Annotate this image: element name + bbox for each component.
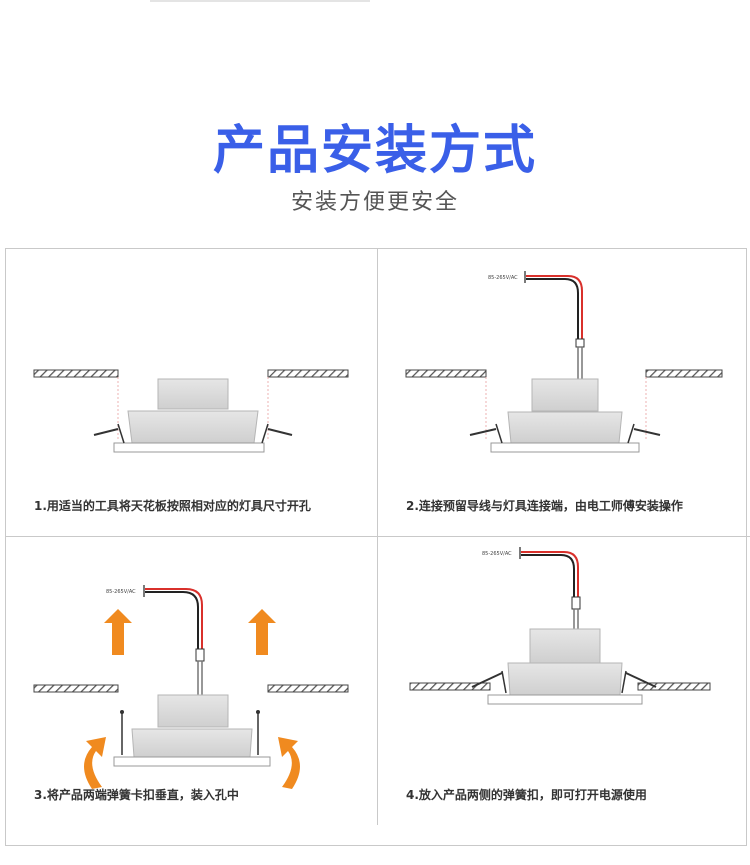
- wire-connector: [195, 648, 205, 662]
- arrow-up-right-icon: [248, 609, 276, 655]
- spring-clip-left: [93, 428, 119, 436]
- ceiling-left: [409, 682, 491, 691]
- steps-grid: [5, 248, 747, 846]
- step-2-voltage-label: 85-265V/AC: [488, 275, 518, 281]
- page-subtitle: 安装方便更安全: [290, 190, 459, 215]
- step-1-diagram: [33, 369, 349, 453]
- spring-clip-left: [471, 672, 503, 688]
- step-4-diagram: 85-265V/AC: [409, 547, 711, 705]
- ceiling-right: [637, 682, 711, 691]
- lamp-body: [507, 662, 623, 696]
- step-4-voltage-label: 85-265V/AC: [482, 551, 512, 557]
- step-3-panel: 85-265V/AC 3.将产品两端弹簧卡扣垂直，装入孔中: [6, 537, 378, 825]
- wire-black: [526, 278, 579, 339]
- step-3-voltage-label: 85-265V/AC: [106, 589, 136, 595]
- curved-arrow-left-icon: [84, 737, 106, 789]
- wire-red: [521, 551, 579, 597]
- step-4-panel: 85-265V/AC 4.放入产品两侧的弹簧扣，即可打开电源使用: [378, 537, 750, 825]
- lamp-driver: [531, 378, 599, 412]
- lamp-body: [507, 411, 623, 444]
- spring-clip-right: [633, 428, 661, 436]
- ceiling-right: [267, 684, 349, 693]
- lamp-driver: [529, 628, 601, 664]
- wire-red: [526, 275, 583, 339]
- wire-connector: [571, 596, 581, 610]
- curved-arrow-right-icon: [278, 737, 300, 789]
- step-1-panel: 1.用适当的工具将天花板按照相对应的灯具尺寸开孔: [6, 249, 378, 537]
- lamp-body: [131, 728, 253, 758]
- step-3-caption: 3.将产品两端弹簧卡扣垂直，装入孔中: [34, 788, 239, 802]
- top-divider: [150, 0, 370, 2]
- lamp-trim: [490, 442, 640, 453]
- step-2-caption: 2.连接预留导线与灯具连接端，由电工师傅安装操作: [406, 499, 683, 513]
- ceiling-right: [267, 369, 349, 378]
- page-title: 产品安装方式: [212, 121, 537, 181]
- wire-black: [145, 591, 199, 649]
- spring-clip-right: [625, 672, 657, 688]
- lamp-trim: [113, 442, 265, 453]
- step-1-caption: 1.用适当的工具将天花板按照相对应的灯具尺寸开孔: [34, 499, 311, 513]
- arrow-up-left-icon: [104, 609, 132, 655]
- spring-clip-left: [469, 428, 497, 436]
- step-3-diagram: 85-265V/AC: [33, 585, 349, 789]
- lamp-trim: [113, 756, 271, 767]
- lamp-driver: [157, 694, 229, 728]
- lamp-trim: [487, 694, 643, 705]
- ceiling-left: [33, 684, 119, 693]
- ceiling-left: [405, 369, 487, 378]
- ceiling-right: [645, 369, 723, 378]
- lamp-body: [127, 410, 259, 444]
- lamp-driver: [157, 378, 229, 410]
- step-2-diagram: 85-265V/AC: [405, 271, 723, 453]
- step-2-panel: 85-265V/AC 2.连接预留导线与灯具连接端，由电工师傅安装操作: [378, 249, 750, 537]
- wire-connector: [575, 338, 585, 348]
- spring-clip-right: [267, 428, 293, 436]
- step-4-caption: 4.放入产品两侧的弹簧扣，即可打开电源使用: [406, 788, 647, 802]
- wire-black: [521, 554, 575, 597]
- wire-red: [145, 588, 203, 649]
- ceiling-left: [33, 369, 119, 378]
